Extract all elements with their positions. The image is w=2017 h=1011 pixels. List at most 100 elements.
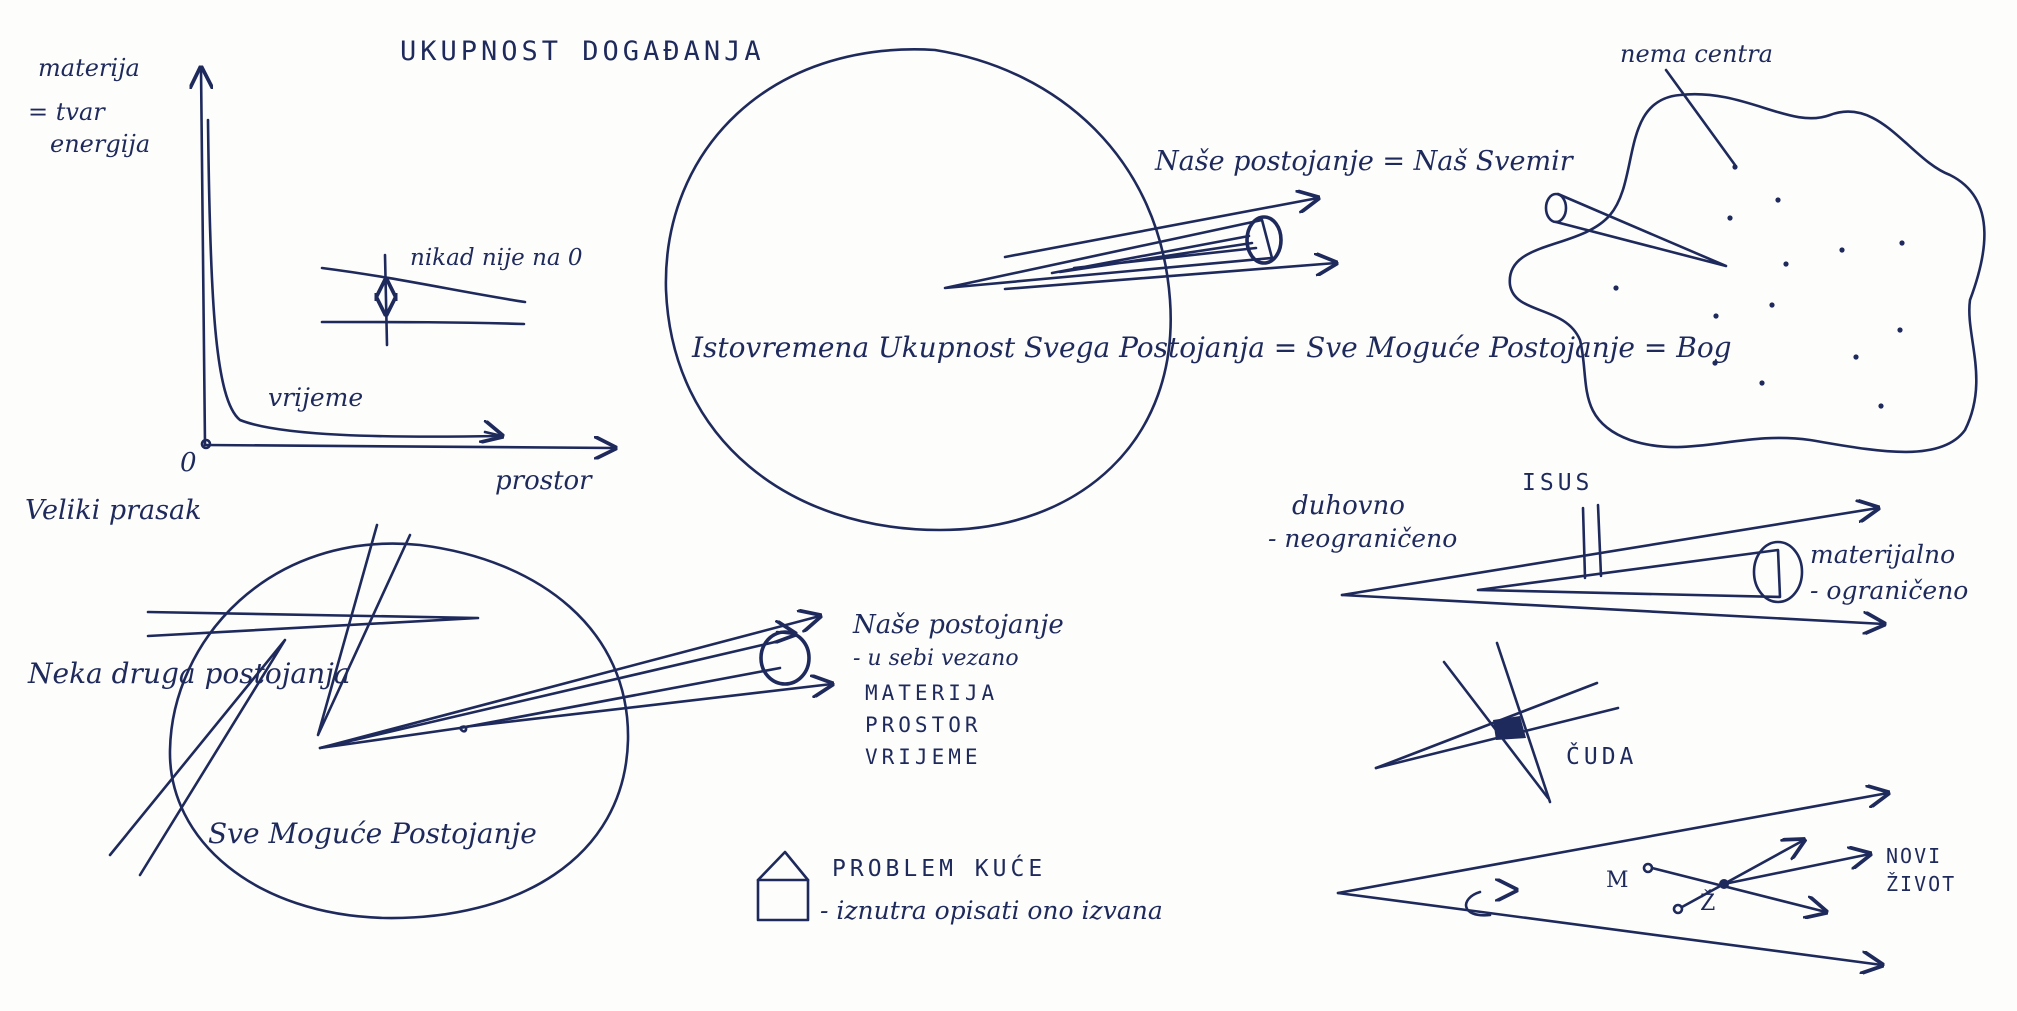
blob-dot [1897,327,1903,333]
blob-dot [1878,403,1884,409]
totality-label: Istovremena Ukupnost Svega Postojanja = … [692,331,1732,364]
bound-item: VRIJEME [865,745,982,769]
blob-dot [1899,240,1905,246]
other-existences-label: Neka druga postojanja [28,657,351,690]
miracle-intersection [1493,716,1526,740]
material-label: - ograničeno [1810,576,1969,605]
y-axis [201,68,205,447]
union-point [1719,879,1729,889]
our-existence-cone [318,640,782,750]
blob [1508,68,1986,454]
x-axis [203,445,615,448]
z-label: Ž [1700,891,1716,916]
miracle-line-4 [1495,641,1552,804]
center-pointer-line [1664,68,1737,167]
z-arrow [1680,840,1804,909]
page-title: UKUPNOST DOGAĐANJA [400,36,765,67]
lower-line [320,320,526,326]
material-cone [1476,548,1782,599]
decay-curve [206,118,502,438]
blob-dot [1727,215,1733,221]
m-arrow [1650,866,1826,912]
lower-circle-outline [168,542,630,920]
jesus-line-1 [1581,506,1587,580]
our-existence-arrow-upper [318,616,820,750]
upper-line [320,266,527,304]
bound-item: MATERIJA [865,681,999,705]
blob-dot [1712,360,1718,366]
totality-circle [664,48,1336,532]
miracle-line-1 [1374,681,1599,770]
blob-cone-end [1544,192,1568,224]
y-axis-label: energija [50,130,151,158]
new-life-arrow [1722,854,1870,886]
universe-arrow-lower [1003,263,1336,291]
bound-item: PROSTOR [865,713,982,737]
universe-cone-hatching [1050,234,1258,275]
bound-title: Naše postojanje [853,610,1064,640]
y-axis-label: materija [38,54,140,82]
blob-dot [1839,247,1845,253]
m-label: M [1606,868,1629,893]
blob-dot [1783,261,1789,267]
new-life-label: NOVI [1886,844,1943,868]
spiritual-label: - neograničeno [1268,524,1458,553]
lower-circle [108,523,832,920]
origin-label: 0 [180,448,197,478]
all-possible-label: Sve Moguće Postojanje [208,817,537,850]
z-point [1672,903,1684,915]
horizontal-cone [146,610,480,638]
blob-dot [1775,197,1781,203]
blob-dot [1713,313,1719,319]
curve-arrow [485,432,502,436]
house-roof [756,850,810,882]
x-axis-label: prostor [495,466,592,496]
blob-dot [1613,285,1619,291]
spirit-arrow-upper [1340,508,1878,597]
gap-marker [383,253,389,347]
miracles-sketch [1374,641,1620,804]
miracles-label: ČUDA [1566,744,1638,770]
universe-cone [943,218,1274,290]
new-life-label: ŽIVOT [1886,872,1957,896]
life-arrow-upper [1336,793,1888,895]
bound-loop-arrow [777,632,795,634]
universe-cone-end [1245,215,1283,265]
bound-subtitle: - u sebi vezano [853,646,1019,671]
diagonal-cone [108,638,287,877]
house-body [756,878,810,922]
curve-label: vrijeme [268,383,364,412]
no-center-label: nema centra [1620,40,1773,68]
y-axis-label: = tvar [28,98,105,126]
jesus-cone [1340,503,1884,624]
house-sketch [756,850,810,922]
life-arrow-lower [1336,891,1882,965]
jesus-label: ISUS [1522,470,1594,496]
origin-point [200,438,212,450]
blob-cone [1554,192,1728,268]
graph [201,68,615,448]
spirit-arrow-lower [1340,593,1884,624]
bound-loop [759,630,811,686]
blob-dot [1853,354,1859,360]
house-title: PROBLEM KUĆE [832,856,1047,882]
blob-dot [1769,302,1775,308]
big-bang-label: Veliki prasak [25,495,202,526]
universe-arrow-upper [1003,198,1318,259]
jesus-line-2 [1596,503,1603,578]
new-life-sketch [1336,793,1888,965]
blob-dot [1759,380,1765,386]
material-label: materijalno [1810,540,1956,569]
material-cone-end [1752,540,1804,604]
our-universe-label: Naše postojanje = Naš Svemir [1155,146,1573,177]
blob-outline [1508,92,1986,454]
inner-cone-tip [1464,890,1492,917]
vertical-cone [316,523,412,737]
house-subtitle: - iznutra opisati ono izvana [820,896,1163,925]
big-circle-outline [664,48,1172,532]
spiritual-label: duhovno [1292,491,1405,521]
blob-dot [1732,164,1738,170]
our-existence-arrow-lower [462,684,832,729]
